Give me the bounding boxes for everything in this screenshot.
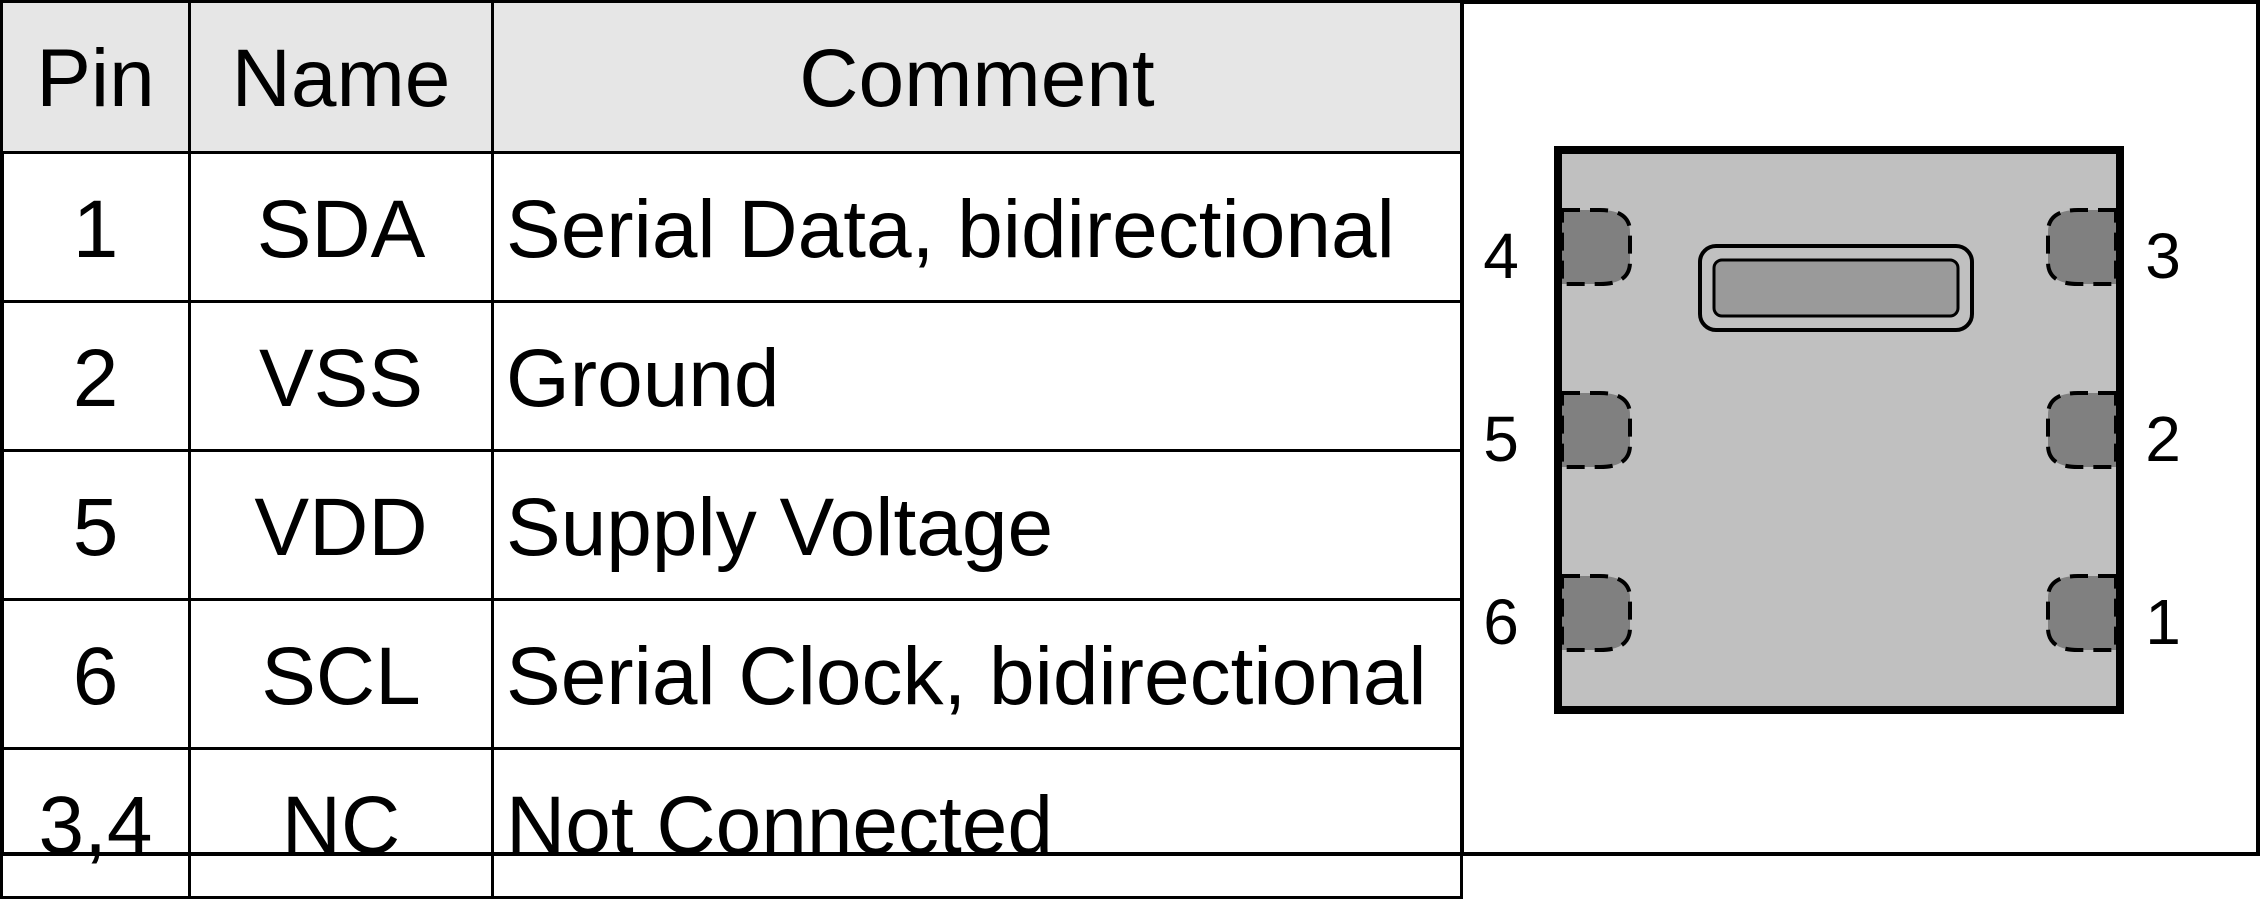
pin-comment: Serial Clock, bidirectional	[491, 598, 1463, 750]
table-header-row: Pin Name Comment	[0, 0, 1463, 154]
pin-name: VDD	[188, 449, 494, 601]
pin-label-5: 5	[1483, 403, 1519, 475]
pin-label-2: 2	[2145, 403, 2181, 475]
pin-comment: Supply Voltage	[491, 449, 1463, 601]
table-row: 3,4 NC Not Connected	[0, 747, 1463, 899]
header-name: Name	[188, 0, 494, 154]
pin-number: 5	[0, 449, 191, 601]
pad-pin-2	[2046, 391, 2118, 469]
table-row: 1 SDA Serial Data, bidirectional	[0, 151, 1463, 303]
package-body	[1554, 146, 2124, 714]
pad-pin-5	[1560, 391, 1632, 469]
pin-number: 6	[0, 598, 191, 750]
pin-label-1: 1	[2145, 586, 2181, 658]
header-comment: Comment	[491, 0, 1463, 154]
table-row: 5 VDD Supply Voltage	[0, 449, 1463, 601]
pin-number: 3,4	[0, 747, 191, 899]
package-svg: 4 5 6 3 2 1	[1483, 146, 2181, 714]
header-pin: Pin	[0, 0, 191, 154]
pad-pin-1	[2046, 574, 2118, 652]
pad-pin-3	[2046, 208, 2118, 286]
pin-name: SDA	[188, 151, 494, 303]
pin-comment: Ground	[491, 300, 1463, 452]
pin-comment: Not Connected	[491, 747, 1463, 899]
pin-table: Pin Name Comment 1 SDA Serial Data, bidi…	[0, 0, 1463, 899]
table-row: 6 SCL Serial Clock, bidirectional	[0, 598, 1463, 750]
pin-name: NC	[188, 747, 494, 899]
pin-comment: Serial Data, bidirectional	[491, 151, 1463, 303]
pin-label-3: 3	[2145, 220, 2181, 292]
pin-name: VSS	[188, 300, 494, 452]
pin-label-4: 4	[1483, 220, 1519, 292]
package-diagram: 4 5 6 3 2 1	[1460, 0, 2260, 856]
sensor-window-inner	[1712, 258, 1960, 318]
pad-pin-6	[1560, 574, 1632, 652]
pad-pin-4	[1560, 208, 1632, 286]
table-row: 2 VSS Ground	[0, 300, 1463, 452]
pin-label-6: 6	[1483, 586, 1519, 658]
pin-number: 2	[0, 300, 191, 452]
pin-name: SCL	[188, 598, 494, 750]
pin-number: 1	[0, 151, 191, 303]
